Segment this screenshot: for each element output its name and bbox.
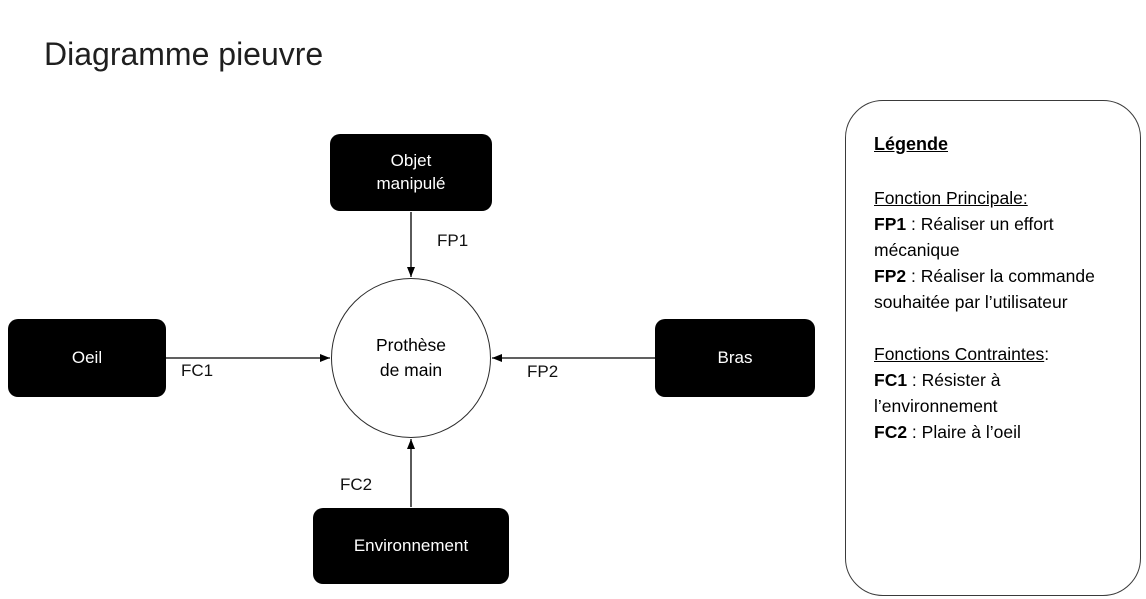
legend-item-text: : Résister à l’environnement — [874, 370, 1001, 416]
node-label-line: Environnement — [353, 535, 469, 555]
legend-section-fonctions-contraintes: Fonctions Contraintes: FC1 : Résister à … — [874, 341, 1120, 445]
legend-section-heading: Fonctions Contraintes: — [874, 341, 1120, 367]
node-prothese-de-main: Prothèse de main — [331, 278, 491, 438]
node-bras: Bras — [655, 319, 815, 397]
arrow-label-fp1: FP1 — [437, 231, 469, 250]
legend-item-fp2: FP2 : Réaliser la commande souhaitée par… — [874, 263, 1120, 315]
legend-heading-text: Fonctions Contraintes — [874, 344, 1045, 364]
legend-item-text: : Réaliser la commande souhaitée par l’u… — [874, 266, 1095, 312]
legend-section-heading: Fonction Principale: — [874, 185, 1120, 211]
node-objet-manipule: Objet manipulé — [330, 134, 492, 211]
legend-item-code: FP2 — [874, 266, 907, 286]
legend-item-text: : Réaliser un effort mécanique — [874, 214, 1054, 260]
legend-item-fp1: FP1 : Réaliser un effort mécanique — [874, 211, 1120, 263]
legend-item-fc2: FC2 : Plaire à l’oeil — [874, 419, 1120, 445]
node-label-line: Objet — [390, 150, 432, 170]
node-label-line: Oeil — [71, 347, 103, 367]
legend-box: Légende Fonction Principale: FP1 : Réali… — [845, 100, 1141, 596]
center-label-line: Prothèse — [375, 334, 447, 355]
legend-heading-text: Fonction Principale: — [874, 188, 1028, 208]
center-label-line: de main — [379, 360, 443, 380]
node-label-line: Bras — [717, 347, 753, 367]
legend-item-fc1: FC1 : Résister à l’environnement — [874, 367, 1120, 419]
legend-item-code: FC1 — [874, 370, 908, 390]
arrow-label-fc1: FC1 — [181, 361, 214, 380]
node-label-line: manipulé — [376, 173, 446, 193]
arrow-label-fp2: FP2 — [527, 362, 559, 381]
page-title: Diagramme pieuvre — [44, 36, 324, 72]
arrow-label-fc2: FC2 — [340, 475, 373, 494]
legend-title: Légende — [874, 134, 949, 154]
legend-item-code: FC2 — [874, 422, 908, 442]
legend-section-fonction-principale: Fonction Principale: FP1 : Réaliser un e… — [874, 185, 1120, 315]
node-environnement: Environnement — [313, 508, 509, 584]
node-oeil: Oeil — [8, 319, 166, 397]
legend-item-code: FP1 — [874, 214, 907, 234]
legend-item-text: : Plaire à l’oeil — [907, 422, 1021, 442]
legend-heading-suffix: : — [1044, 344, 1050, 364]
